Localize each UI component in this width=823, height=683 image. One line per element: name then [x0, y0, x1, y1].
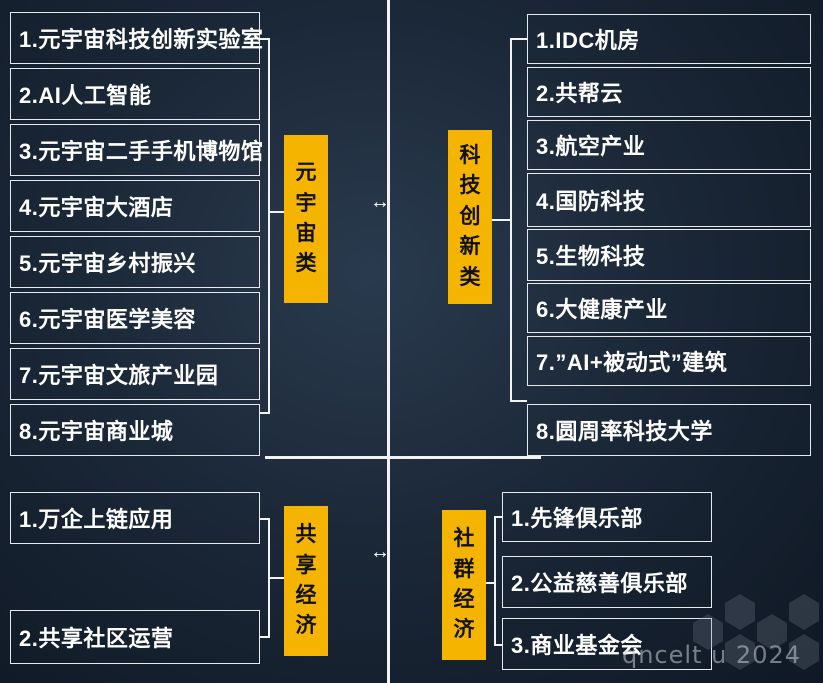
community-item-2: 2.公益慈善俱乐部	[502, 556, 712, 608]
top-bidirectional-arrow: ↔	[370, 191, 390, 213]
tech-item-3: 3.航空产业	[527, 120, 811, 170]
metaverse-item-5: 5.元宇宙乡村振兴	[10, 236, 260, 288]
watermark-text: qncelt u 2024	[621, 641, 801, 669]
community-item-1: 1.先锋俱乐部	[502, 492, 712, 542]
tech-item-4: 4.国防科技	[527, 173, 811, 227]
metaverse-item-1: 1.元宇宙科技创新实验室	[10, 12, 263, 64]
metaverse-item-3: 3.元宇宙二手手机博物馆	[10, 124, 263, 176]
sharing-bracket-top	[260, 518, 270, 520]
metaverse-category-label: 元 宇 宙 类	[284, 135, 328, 303]
community-bracket-bottom	[494, 644, 502, 646]
tech-bracket-vertical	[510, 38, 512, 402]
tech-item-8: 8.圆周率科技大学	[527, 404, 811, 456]
sharing-category-label: 共 享 经 济	[284, 506, 328, 656]
community-category-label: 社 群 经 济	[442, 510, 486, 660]
tech-bracket-top	[510, 38, 527, 40]
sharing-bracket-vertical	[268, 518, 270, 638]
community-bracket-top	[494, 516, 502, 518]
metaverse-item-2: 2.AI人工智能	[10, 68, 260, 120]
tech-item-5: 5.生物科技	[527, 229, 811, 281]
sharing-item-2: 2.共享社区运营	[10, 610, 260, 664]
metaverse-item-6: 6.元宇宙医学美容	[10, 292, 260, 344]
metaverse-bracket-bottom	[260, 412, 270, 414]
tech-item-1: 1.IDC机房	[527, 14, 811, 64]
metaverse-item-7: 7.元宇宙文旅产业园	[10, 348, 260, 400]
tech-item-2: 2.共帮云	[527, 67, 811, 117]
metaverse-item-8: 8.元宇宙商业城	[10, 404, 260, 456]
community-item-3: 3.商业基金会	[502, 618, 712, 670]
hexagon-pattern-decoration	[693, 594, 819, 670]
tech-category-label: 科 技 创 新 类	[448, 130, 492, 304]
metaverse-item-4: 4.元宇宙大酒店	[10, 180, 260, 232]
bottom-bidirectional-arrow: ↔	[370, 541, 390, 563]
center-vertical-line	[387, 0, 390, 683]
tech-item-7: 7.”AI+被动式”建筑	[527, 336, 811, 386]
sharing-bracket-bottom	[260, 636, 270, 638]
sharing-item-1: 1.万企上链应用	[10, 492, 260, 544]
center-horizontal-line	[265, 456, 541, 459]
tech-item-6: 6.大健康产业	[527, 283, 811, 333]
metaverse-bracket-connector	[270, 211, 284, 213]
tech-bracket-bottom	[510, 400, 527, 402]
community-bracket-vertical	[494, 516, 496, 646]
metaverse-bracket-top	[260, 38, 270, 40]
community-bracket-connector	[486, 582, 496, 584]
sharing-bracket-connector	[270, 577, 284, 579]
metaverse-bracket-vertical	[268, 38, 270, 414]
tech-bracket-connector	[492, 219, 510, 221]
